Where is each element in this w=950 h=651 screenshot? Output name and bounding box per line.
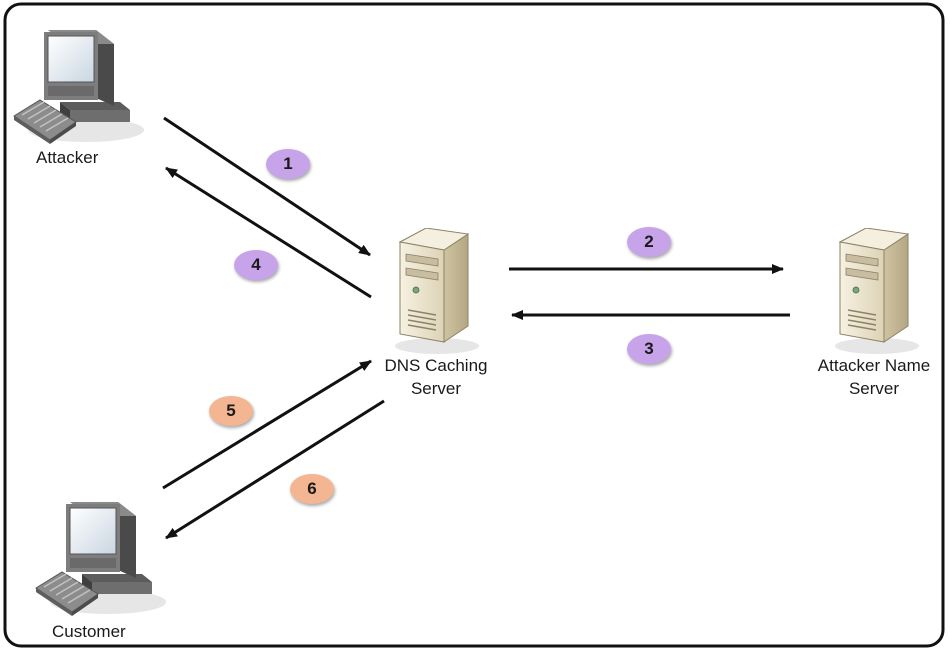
dns-caching-server-label-line-1: DNS Caching (384, 356, 488, 375)
arrow-6-dns-to-customer (165, 399, 385, 540)
step-badge-3: 3 (627, 334, 671, 364)
diagram-frame (3, 2, 945, 648)
attacker-name-server-label-line-1: Attacker Name (817, 356, 931, 375)
step-badge-2: 2 (627, 227, 671, 257)
arrow-4-dns-to-attacker (165, 166, 372, 299)
attacker-name-server-label: Attacker Name Server (804, 354, 944, 400)
arrow-5-customer-to-dns (162, 359, 372, 490)
customer-label: Customer (52, 622, 126, 641)
step-badge-6: 6 (290, 474, 334, 504)
arrow-1-attacker-to-dns (163, 116, 371, 257)
attacker-name-server-label-line-2: Server (848, 379, 900, 398)
dns-caching-server-label-line-2: Server (410, 379, 462, 398)
attacker-label: Attacker (36, 148, 99, 167)
step-badge-4: 4 (234, 250, 278, 280)
dns-caching-server-label: DNS Caching Server (372, 354, 500, 400)
step-badge-1: 1 (266, 149, 310, 179)
step-badge-5: 5 (209, 396, 253, 426)
